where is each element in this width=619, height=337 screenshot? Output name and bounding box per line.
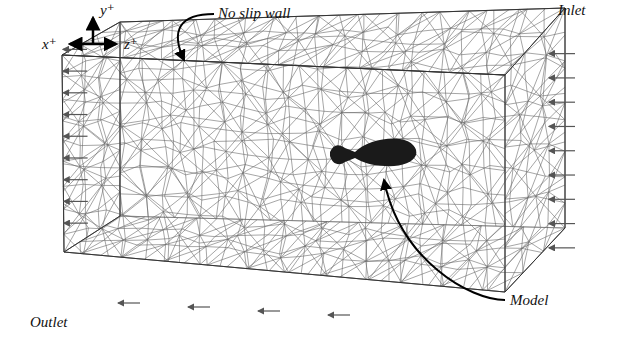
- flow-arrow: [64, 179, 88, 180]
- flow-arrow: [549, 102, 575, 103]
- flow-arrow: [64, 201, 88, 202]
- leader-line: [178, 14, 214, 60]
- axis-label: y⁺: [98, 2, 117, 19]
- mesh-edges: [62, 8, 565, 292]
- flow-arrow: [258, 310, 280, 311]
- flow-arrow: [64, 157, 88, 158]
- flow-arrow: [549, 199, 575, 200]
- flow-arrow: [64, 223, 88, 224]
- flow-arrow: [549, 174, 575, 175]
- flow-arrow: [549, 150, 575, 151]
- flow-arrow: [549, 126, 575, 127]
- flow-arrow: [63, 49, 87, 50]
- domain-outline: [62, 8, 565, 292]
- flow-arrow: [63, 114, 87, 115]
- flow-arrow: [549, 53, 575, 54]
- model-label: Model: [508, 292, 550, 309]
- flow-arrow: [549, 77, 575, 78]
- axis-label: z⁺: [122, 36, 140, 53]
- flow-arrow: [63, 92, 87, 93]
- flow-arrow: [63, 70, 87, 71]
- leader-line: [384, 180, 505, 300]
- flow-arrow: [64, 136, 88, 137]
- flow-arrow: [118, 302, 140, 303]
- axis-triad: [70, 18, 116, 44]
- flow-arrow: [328, 314, 350, 315]
- outlet-label: Outlet: [28, 314, 70, 331]
- flow-arrow: [549, 247, 575, 248]
- mesh-lines: [62, 8, 565, 292]
- inlet-label: Inlet: [556, 2, 588, 19]
- flow-arrow: [188, 306, 210, 307]
- fish-model: [330, 139, 416, 167]
- flow-arrows: [63, 49, 575, 315]
- flow-arrow: [549, 223, 575, 224]
- axis-label: x⁺: [40, 36, 59, 53]
- wall-label: No slip wall: [216, 5, 293, 22]
